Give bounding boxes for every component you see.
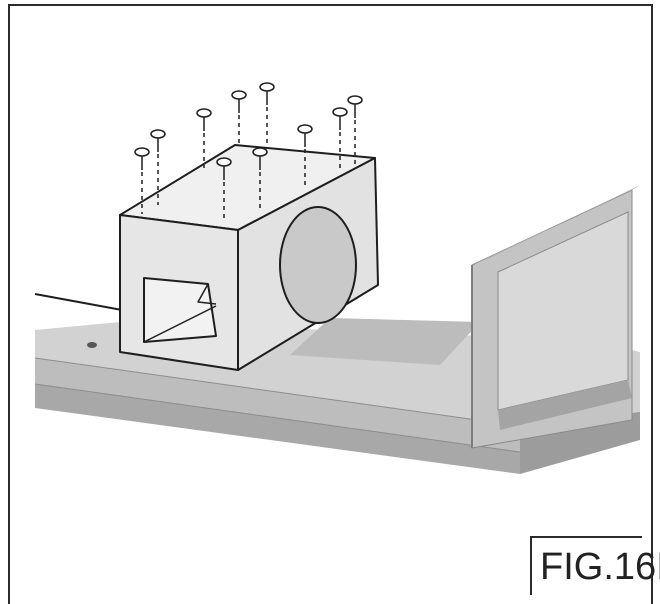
base-front-lip	[35, 384, 520, 474]
frame-bottom-rail	[498, 380, 632, 430]
screw-icon	[347, 95, 363, 165]
screw-icon	[332, 107, 348, 172]
screw-icon	[231, 90, 247, 146]
screw-icon	[216, 157, 232, 222]
screw-icon	[196, 108, 212, 168]
figure-label: FIG.16I	[530, 536, 660, 595]
mounting-frame	[471, 185, 640, 449]
screws	[134, 82, 363, 222]
screw-icon	[134, 147, 150, 214]
screw-icon	[297, 124, 313, 188]
screw-icon	[252, 147, 268, 212]
frame-opening	[497, 211, 629, 411]
figure-caption-mark: I	[656, 546, 660, 588]
front-opening-icon	[143, 277, 217, 343]
speaker-port-icon	[279, 206, 357, 324]
figure-number: FIG.16	[540, 546, 657, 588]
cable	[34, 293, 123, 311]
base-hole-icon	[87, 342, 97, 348]
figure-frame	[8, 4, 653, 604]
base-front-edge	[35, 358, 520, 452]
screw-icon	[259, 82, 275, 146]
base-panel-recess	[290, 318, 480, 365]
screw-icon	[150, 129, 166, 205]
speaker-enclosure	[119, 144, 379, 371]
